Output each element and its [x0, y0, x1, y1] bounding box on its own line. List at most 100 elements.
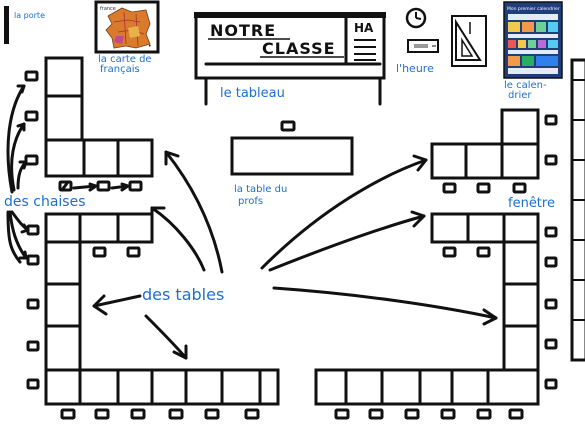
table [502, 212, 540, 244]
chair [544, 256, 558, 268]
board-corner-text: HA [354, 21, 374, 35]
table [44, 94, 84, 142]
window [570, 58, 585, 362]
chair [24, 110, 39, 122]
chair [24, 154, 39, 166]
chair [128, 180, 143, 192]
chair [96, 180, 111, 192]
right-upper-table-group [430, 108, 558, 194]
chair [26, 378, 40, 390]
calendar-label: le calen- drier [504, 80, 550, 101]
table [44, 368, 82, 406]
table [430, 212, 470, 244]
table [78, 368, 120, 406]
chair [544, 298, 558, 310]
table [44, 138, 86, 178]
table [116, 212, 154, 244]
chair [476, 246, 491, 258]
chair [92, 246, 107, 258]
table [116, 138, 154, 178]
chair [544, 154, 558, 166]
chair [334, 408, 350, 420]
chair [508, 408, 524, 420]
chairs-arrows [6, 84, 130, 264]
chair [512, 182, 527, 194]
table [314, 368, 348, 406]
table [44, 324, 82, 372]
chair [130, 408, 146, 420]
chalkboard: NOTRE CLASSE HA [194, 12, 386, 106]
table [500, 142, 540, 180]
table [44, 56, 84, 98]
table [220, 368, 262, 406]
left-lower-table-group [26, 212, 280, 420]
tables-arrows [92, 150, 498, 360]
right-lower-table-group [314, 212, 558, 420]
board-label: le tableau [220, 86, 285, 101]
table [430, 142, 468, 180]
clock-label: l'heure [396, 62, 434, 75]
chair [60, 408, 76, 420]
chair [544, 114, 558, 126]
tables-label: des tables [142, 285, 224, 304]
calendar-label-line2: drier [508, 90, 532, 101]
table [500, 108, 540, 146]
chair [26, 254, 40, 266]
table [184, 368, 224, 406]
table [150, 368, 188, 406]
teacher-desk-label-line1: la table du [234, 184, 287, 195]
chair [24, 70, 39, 82]
calendar: Mon premier calendrier [503, 1, 563, 79]
svg-text:•: • [148, 43, 152, 50]
table [450, 368, 490, 406]
set-square-icon [451, 15, 487, 67]
chair [544, 226, 558, 238]
table [502, 282, 540, 328]
table [116, 368, 154, 406]
chair [544, 338, 558, 350]
chair [94, 408, 110, 420]
teacher-desk [230, 120, 354, 176]
table [44, 212, 82, 244]
map-label: la carte de français [98, 54, 155, 75]
left-upper-table-group [24, 56, 154, 192]
window-label: fenêtre [508, 196, 555, 211]
teacher-desk-label-line2: profs [238, 196, 263, 207]
chair [404, 408, 420, 420]
chair [26, 340, 40, 352]
chair [544, 378, 558, 390]
chairs-label: des chaises [4, 194, 85, 210]
chair [26, 298, 40, 310]
table [466, 212, 506, 244]
table [418, 368, 454, 406]
table [486, 368, 540, 406]
teacher-desk-label: la table du profs [234, 184, 290, 207]
table [44, 240, 82, 286]
chair [442, 182, 457, 194]
map-label-line2: français [100, 64, 140, 75]
table [502, 240, 540, 286]
table [258, 368, 280, 406]
door [4, 6, 9, 44]
table [44, 282, 82, 328]
table [464, 142, 504, 180]
door-label: la porte [14, 11, 45, 20]
chair [442, 246, 457, 258]
chair [476, 408, 492, 420]
chair [280, 120, 296, 132]
digital-clock-icon [407, 39, 439, 53]
chair [440, 408, 456, 420]
map-label-line1: la carte de [98, 54, 152, 65]
calendar-title: Mon premier calendrier [507, 6, 560, 12]
map-country-label: france [100, 6, 116, 12]
board-title-line2: CLASSE [262, 39, 336, 58]
calendar-label-line1: le calen- [504, 80, 547, 91]
table [380, 368, 422, 406]
chair [244, 408, 260, 420]
table [78, 212, 120, 244]
table [502, 324, 540, 372]
france-map: france • [94, 0, 160, 54]
clock-icon [405, 7, 427, 29]
table [344, 368, 384, 406]
